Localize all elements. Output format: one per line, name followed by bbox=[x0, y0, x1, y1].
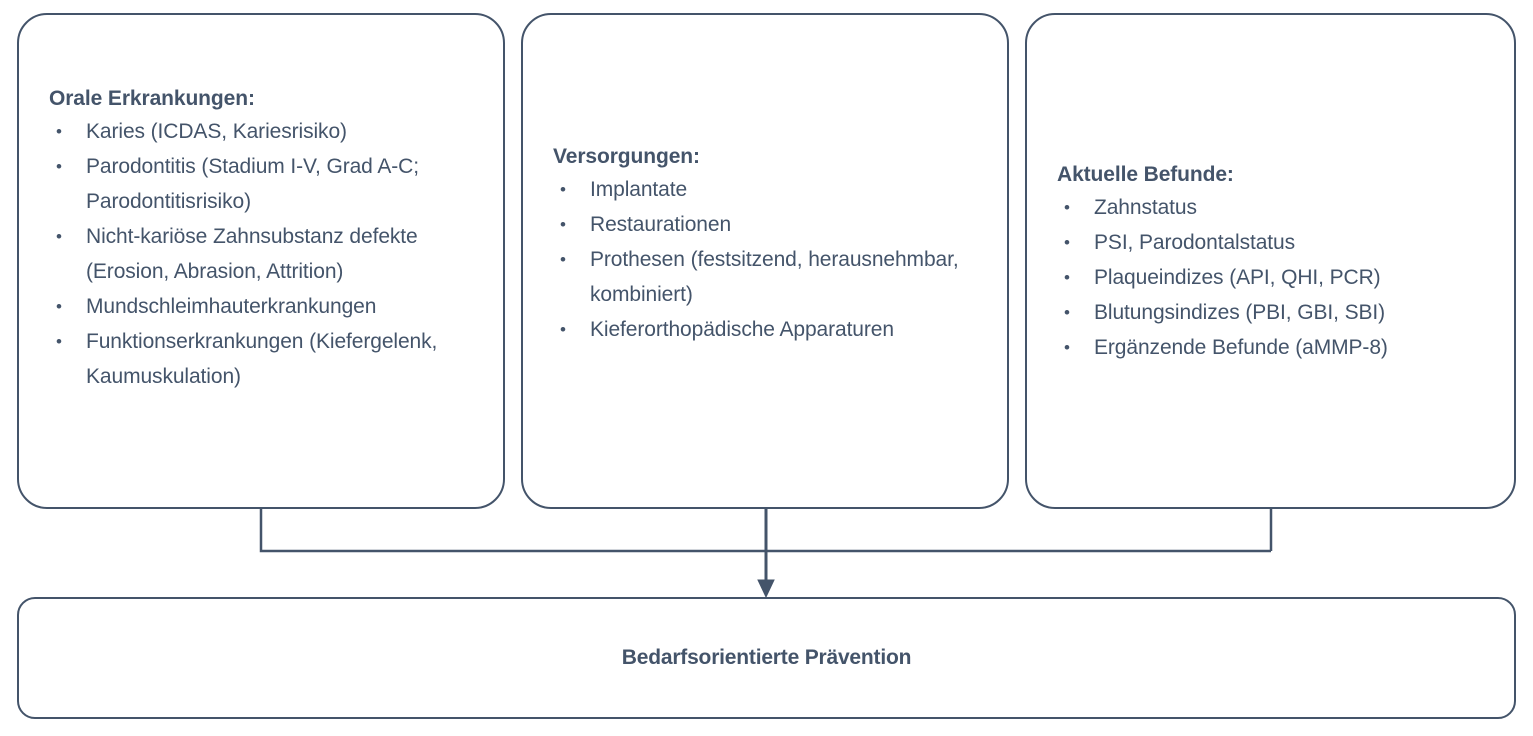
bullet-icon: • bbox=[1064, 338, 1070, 357]
bullet-icon: • bbox=[56, 157, 62, 176]
bullet-icon: • bbox=[56, 227, 62, 246]
list-item-label: Restaurationen bbox=[590, 213, 732, 236]
list-item-label: Kieferorthopädische Apparaturen bbox=[590, 318, 894, 341]
list-item-label: Karies (ICDAS, Kariesrisiko) bbox=[86, 120, 347, 143]
list-item-label: Prothesen (festsitzend, herausnehmbar, k… bbox=[590, 248, 959, 306]
list-item-label: Plaqueindizes (API, QHI, PCR) bbox=[1094, 266, 1381, 289]
list-item: • Karies (ICDAS, Kariesrisiko) bbox=[49, 114, 481, 149]
list-item: • Plaqueindizes (API, QHI, PCR) bbox=[1057, 260, 1502, 295]
bullet-icon: • bbox=[1064, 198, 1070, 217]
box-versorgungen[interactable] bbox=[521, 13, 1009, 509]
list-item-label: Blutungsindizes (PBI, GBI, SBI) bbox=[1094, 301, 1386, 324]
bullet-icon: • bbox=[1064, 268, 1070, 287]
bullet-icon: • bbox=[560, 320, 566, 339]
list-item: • Zahnstatus bbox=[1057, 190, 1502, 225]
list-item: • Kieferorthopädische Apparaturen bbox=[553, 312, 985, 347]
heading-orale-erkrankungen: Orale Erkrankungen: bbox=[49, 87, 255, 110]
heading-versorgungen: Versorgungen: bbox=[553, 145, 700, 168]
box-orale-erkrankungen[interactable] bbox=[17, 13, 505, 509]
list-item-label: Implantate bbox=[590, 178, 688, 201]
bullet-icon: • bbox=[1064, 303, 1070, 322]
content-aktuelle-befunde: Aktuelle Befunde: • Zahnstatus • PSI, Pa… bbox=[1057, 160, 1502, 365]
bullet-icon: • bbox=[560, 250, 566, 269]
bullet-icon: • bbox=[1064, 233, 1070, 252]
content-versorgungen: Versorgungen: • Implantate • Restauratio… bbox=[553, 142, 985, 347]
list-item: • Blutungsindizes (PBI, GBI, SBI) bbox=[1057, 295, 1502, 330]
list-item-label: Parodontitis (Stadium I-V, Grad A-C; Par… bbox=[86, 155, 419, 213]
list-item-label: Nicht-kariöse Zahnsubstanz defekte (Eros… bbox=[86, 225, 418, 283]
heading-aktuelle-befunde: Aktuelle Befunde: bbox=[1057, 163, 1234, 186]
list-orale-erkrankungen: • Karies (ICDAS, Kariesrisiko) • Parodon… bbox=[49, 114, 481, 394]
box-aktuelle-befunde[interactable] bbox=[1025, 13, 1516, 509]
result-box-label: Bedarfsorientierte Prävention bbox=[621, 646, 912, 669]
bullet-icon: • bbox=[56, 297, 62, 316]
list-item: • Mundschleimhauterkrankungen bbox=[49, 289, 481, 324]
content-orale-erkrankungen: Orale Erkrankungen: • Karies (ICDAS, Kar… bbox=[49, 84, 481, 394]
bullet-icon: • bbox=[56, 332, 62, 351]
bullet-icon: • bbox=[56, 122, 62, 141]
list-item: • Parodontitis (Stadium I-V, Grad A-C; P… bbox=[49, 149, 481, 219]
list-item: • Restaurationen bbox=[553, 207, 985, 242]
list-item-label: Zahnstatus bbox=[1094, 196, 1197, 219]
list-item-label: PSI, Parodontalstatus bbox=[1094, 231, 1296, 254]
list-item-label: Mundschleimhauterkrankungen bbox=[86, 295, 377, 318]
bullet-icon: • bbox=[560, 180, 566, 199]
list-item: • Ergänzende Befunde (aMMP-8) bbox=[1057, 330, 1502, 365]
bullet-icon: • bbox=[560, 215, 566, 234]
list-item: • PSI, Parodontalstatus bbox=[1057, 225, 1502, 260]
box-bedarfsorientierte-praevention[interactable] bbox=[17, 597, 1516, 719]
content-bedarfsorientierte-praevention: Bedarfsorientierte Prävention bbox=[17, 597, 1516, 719]
list-item-label: Ergänzende Befunde (aMMP-8) bbox=[1094, 336, 1388, 359]
list-item-label: Funktionserkrankungen (Kiefergelenk, Kau… bbox=[86, 330, 438, 388]
list-versorgungen: • Implantate • Restaurationen • Prothese… bbox=[553, 172, 985, 347]
list-item: • Nicht-kariöse Zahnsubstanz defekte (Er… bbox=[49, 219, 481, 289]
list-item: • Prothesen (festsitzend, herausnehmbar,… bbox=[553, 242, 985, 312]
list-aktuelle-befunde: • Zahnstatus • PSI, Parodontalstatus • P… bbox=[1057, 190, 1502, 365]
list-item: • Funktionserkrankungen (Kiefergelenk, K… bbox=[49, 324, 481, 394]
list-item: • Implantate bbox=[553, 172, 985, 207]
